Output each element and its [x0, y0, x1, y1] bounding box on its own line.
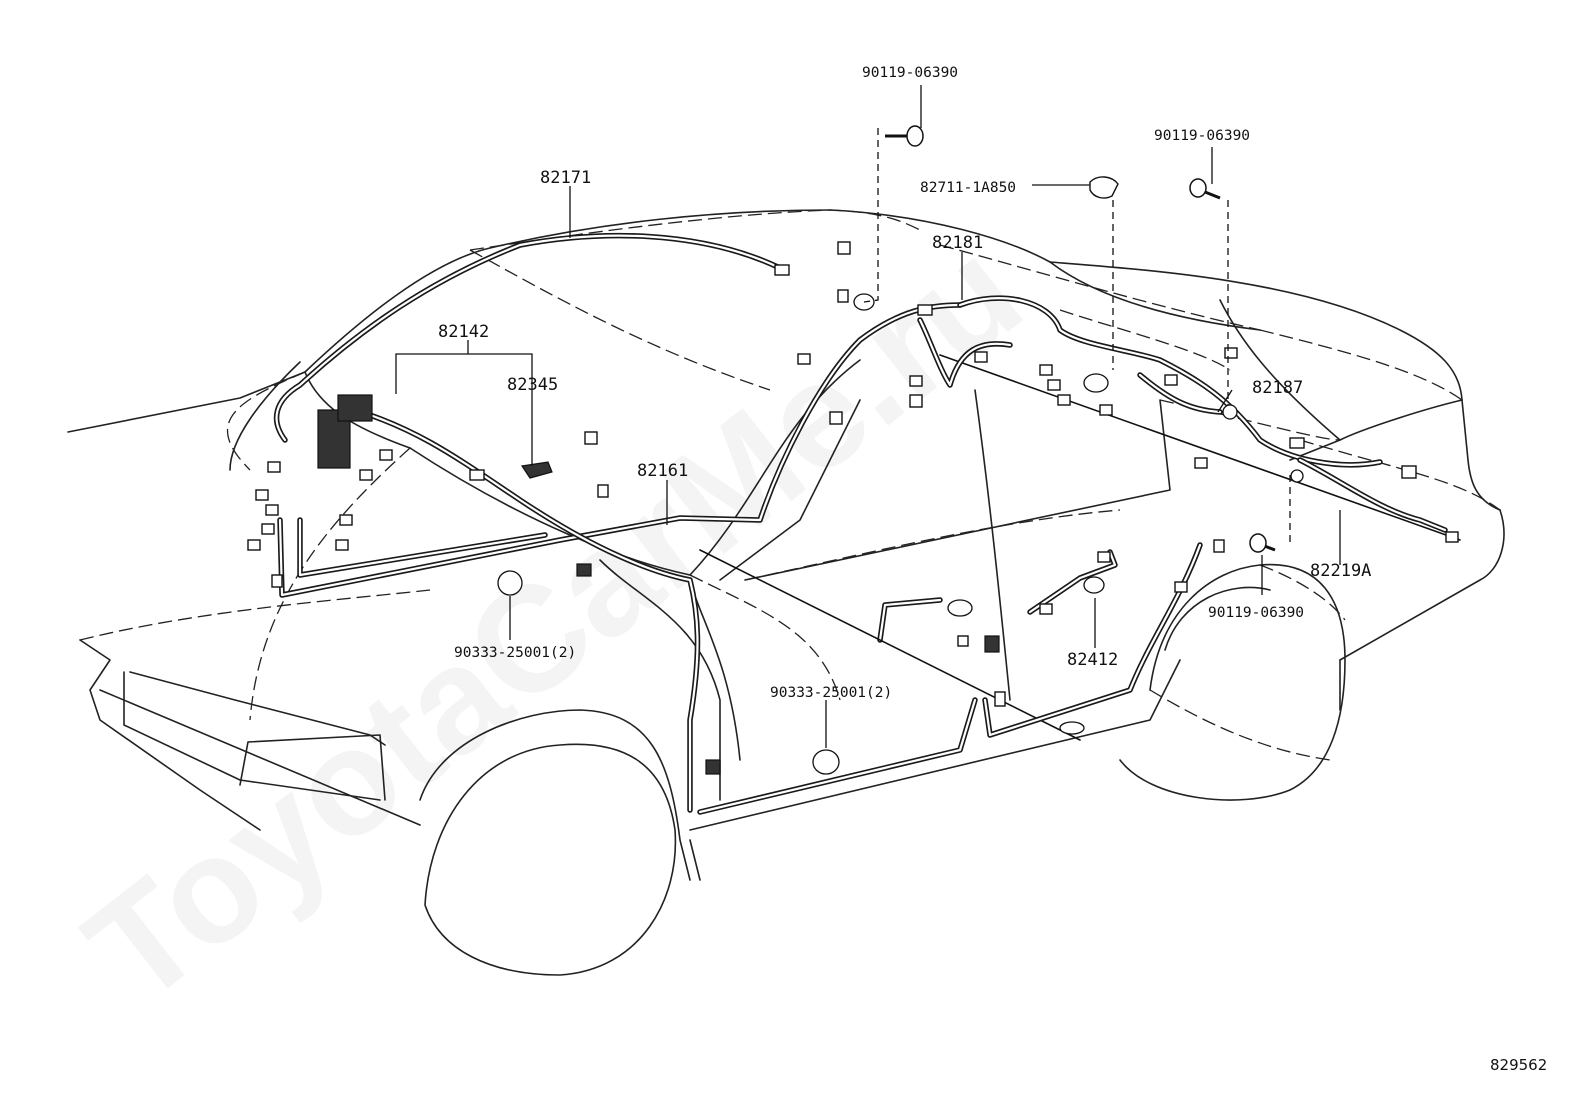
connector: [984, 635, 1000, 653]
connector: [584, 431, 598, 445]
label-82412: 82412: [1067, 650, 1118, 670]
label-82711-1A850: 82711-1A850: [920, 180, 1016, 196]
ecu-module: [317, 409, 351, 469]
connector: [379, 449, 393, 461]
connector: [469, 469, 485, 481]
label-82161: 82161: [637, 461, 688, 481]
connector: [1039, 364, 1053, 376]
leader-lines: [395, 85, 1341, 748]
grommet: [1290, 469, 1304, 483]
grommet: [1083, 576, 1105, 594]
watermark: ToyotaCarMe.ru: [56, 207, 1050, 1036]
connector: [1097, 551, 1111, 563]
label-82181: 82181: [932, 233, 983, 253]
label-82219A: 82219A: [1310, 561, 1371, 581]
junction-block: [337, 394, 373, 422]
car-body-outline: [67, 209, 1505, 976]
connector: [1174, 581, 1188, 593]
bolt-icon: [1189, 178, 1221, 200]
connector: [1445, 531, 1459, 543]
grommet: [947, 599, 973, 617]
connector: [359, 469, 373, 481]
connector: [597, 484, 609, 498]
connector: [1401, 465, 1417, 479]
diagram-id: 829562: [1490, 1056, 1547, 1074]
connectors: [247, 125, 1459, 775]
connector: [829, 411, 843, 425]
label-bolt-right-top: 90119-06390: [1154, 128, 1250, 144]
label-bolt-top: 90119-06390: [862, 65, 958, 81]
bolt-icon: [885, 125, 924, 147]
label-plug-left: 90333-25001(2): [454, 645, 576, 661]
label-82187: 82187: [1252, 378, 1303, 398]
label-bolt-right-bottom: 90119-06390: [1208, 605, 1304, 621]
connector: [1213, 539, 1225, 553]
connector: [909, 394, 923, 408]
connector: [247, 539, 261, 551]
bolt-icon: [1249, 533, 1276, 553]
connector: [957, 635, 969, 647]
connector: [705, 759, 721, 775]
clamp-82345: [520, 461, 553, 479]
hole-plug: [497, 570, 523, 596]
connector: [1194, 457, 1208, 469]
connector: [774, 264, 790, 276]
grommet: [1222, 404, 1238, 420]
connector: [1289, 437, 1305, 449]
connector: [837, 241, 851, 255]
connector: [267, 461, 281, 473]
connector: [797, 353, 811, 365]
label-plug-center: 90333-25001(2): [770, 685, 892, 701]
clip-82711: [1089, 176, 1119, 199]
connector: [974, 351, 988, 363]
connector: [576, 563, 592, 577]
connector: [339, 514, 353, 526]
connector: [1164, 374, 1178, 386]
connector: [255, 489, 269, 501]
connector: [1039, 603, 1053, 615]
connector: [917, 304, 933, 316]
connector: [994, 691, 1006, 707]
connector: [837, 289, 849, 303]
part-labels: 82171 82142 82345 82161 82181 82187 8221…: [438, 65, 1547, 1074]
hole-plug: [812, 749, 840, 775]
wire-harnesses: [273, 232, 1461, 815]
connector: [909, 375, 923, 387]
grommet: [1083, 373, 1109, 393]
connector: [335, 539, 349, 551]
connector: [1099, 404, 1113, 416]
label-82345: 82345: [507, 375, 558, 395]
grommet: [1059, 721, 1085, 735]
label-82142: 82142: [438, 322, 489, 342]
label-82171: 82171: [540, 168, 591, 188]
connector: [271, 574, 283, 588]
connector: [1224, 347, 1238, 359]
connector: [1057, 394, 1071, 406]
connector: [261, 523, 275, 535]
connector: [265, 504, 279, 516]
connector: [1047, 379, 1061, 391]
